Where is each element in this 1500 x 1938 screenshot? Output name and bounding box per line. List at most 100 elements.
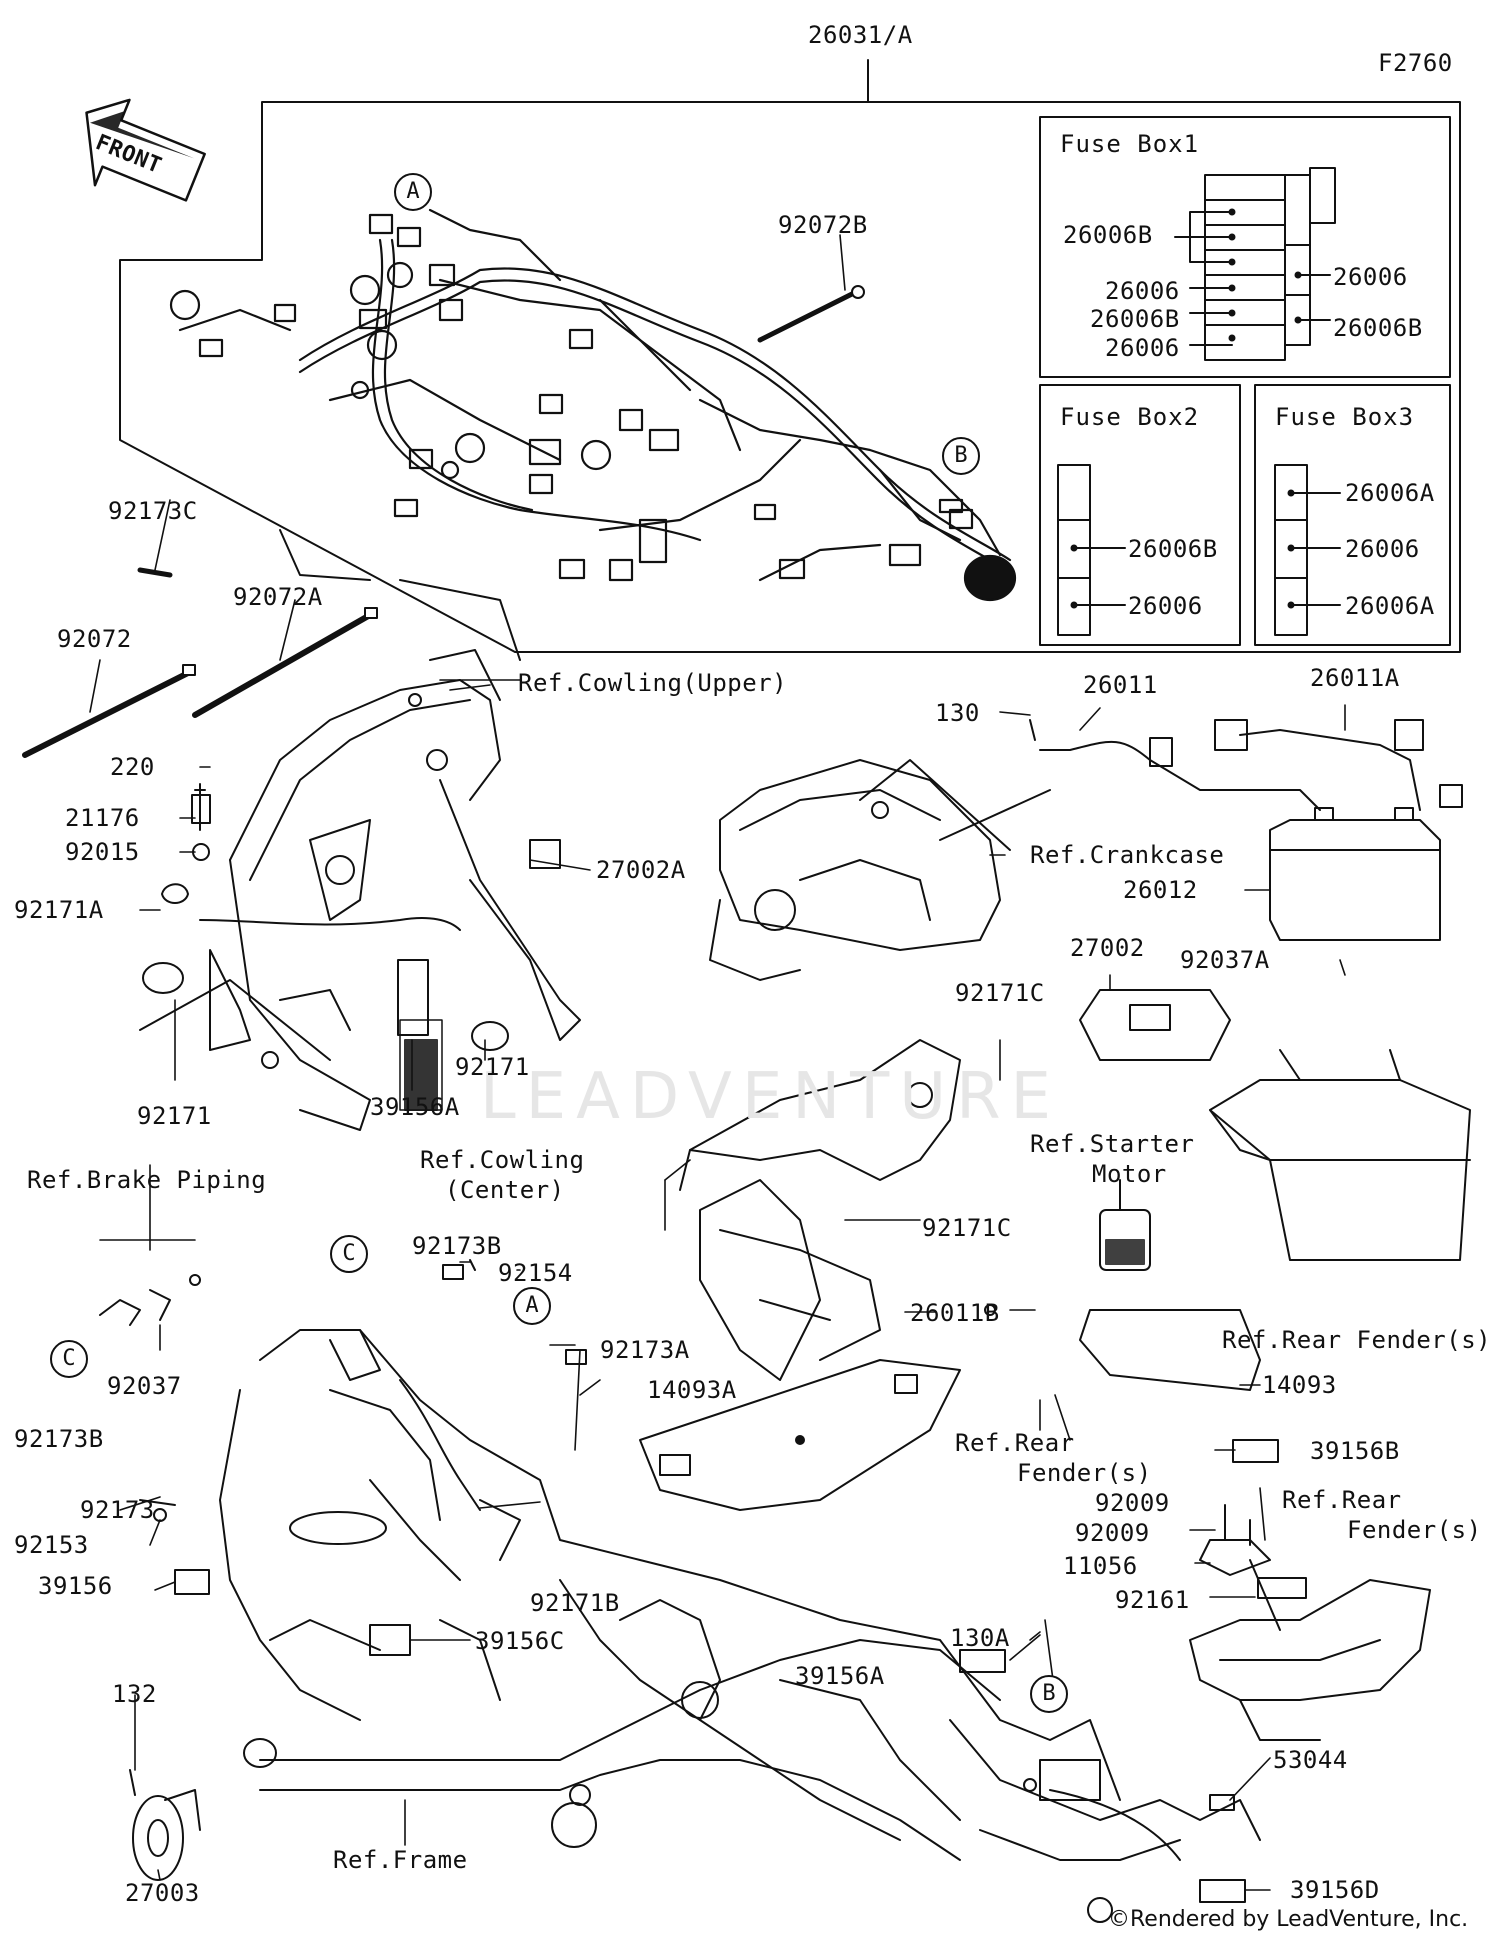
render-credit: ©Rendered by LeadVenture, Inc. xyxy=(1108,1907,1469,1932)
leader-lines xyxy=(89,234,1346,1891)
part-label: 92009 xyxy=(1095,1489,1170,1517)
part-label: 92072B xyxy=(778,211,868,239)
part-label: 11056 xyxy=(1063,1552,1138,1580)
bracket-11056 xyxy=(1199,1504,1271,1576)
fuse-box-3-label: 26006 xyxy=(1345,535,1420,563)
part-label: Fender(s) xyxy=(1017,1459,1152,1487)
part-label: 92173B xyxy=(14,1425,104,1453)
part-label: 14093 xyxy=(1262,1371,1337,1399)
part-label: 92171 xyxy=(137,1102,212,1130)
part-label: 39156 xyxy=(38,1572,113,1600)
part-label: 92037 xyxy=(107,1372,182,1400)
fuse-box-1-label: 26006 xyxy=(1105,334,1180,362)
part-label: Ref.Frame xyxy=(333,1846,468,1874)
cover-plate-14093 xyxy=(1079,1309,1261,1391)
callout-a: A xyxy=(513,1287,551,1325)
part-label: 92161 xyxy=(1115,1586,1190,1614)
part-label: Fender(s) xyxy=(1347,1516,1482,1544)
callout-b: B xyxy=(942,437,980,475)
part-label: 39156A xyxy=(795,1662,885,1690)
part-label: 39156D xyxy=(1290,1876,1380,1904)
horn-27003 xyxy=(129,1769,201,1881)
battery-cable-26011a xyxy=(1214,719,1463,811)
part-label: 27002A xyxy=(596,856,686,884)
part-label: 92015 xyxy=(65,838,140,866)
fuse-box-1-label: 26006 xyxy=(1105,277,1180,305)
watermark-text: LEADVENTURE xyxy=(480,1060,1061,1134)
callout-c: C xyxy=(330,1235,368,1273)
part-label: 27003 xyxy=(125,1879,200,1907)
part-label: 92009 xyxy=(1075,1519,1150,1547)
battery-26012 xyxy=(1269,807,1441,941)
front-arrow xyxy=(85,98,206,202)
part-label: 92154 xyxy=(498,1259,573,1287)
cover-plate-14093a xyxy=(639,1359,961,1511)
part-label: 92072 xyxy=(57,625,132,653)
harness-group-outline xyxy=(119,59,1461,653)
label-stickers xyxy=(174,959,1307,1903)
part-label: 26011A xyxy=(1310,664,1400,692)
cable-ties xyxy=(22,285,865,758)
part-label: Ref.Crankcase xyxy=(1030,841,1225,869)
part-label: 92171A xyxy=(14,896,104,924)
fuse-box-1-label: 26006B xyxy=(1090,305,1180,333)
fuse-box-3-title: Fuse Box3 xyxy=(1275,403,1415,431)
part-label: 132 xyxy=(112,1680,157,1708)
fuse-box-3 xyxy=(1254,384,1451,646)
part-label: 26011 xyxy=(1083,671,1158,699)
part-label: 92171C xyxy=(922,1214,1012,1242)
fuse-box-2 xyxy=(1039,384,1241,646)
part-label: 26011B xyxy=(910,1299,1000,1327)
part-label: 39156A xyxy=(370,1093,460,1121)
cowling-center xyxy=(679,1039,961,1381)
fuse-box-1 xyxy=(1039,116,1451,378)
fuse-box-3-label: 26006A xyxy=(1345,479,1435,507)
part-label: Ref.Cowling(Upper) xyxy=(518,669,788,697)
part-label: Ref.Brake Piping xyxy=(27,1166,267,1194)
fuse-box-1-label: 26006B xyxy=(1333,314,1423,342)
crankcase xyxy=(709,759,1051,981)
diagram-code: F2760 xyxy=(1378,49,1453,77)
part-label: Ref.Rear xyxy=(955,1429,1075,1457)
part-label: 92173B xyxy=(412,1232,502,1260)
part-label: 92173 xyxy=(80,1496,155,1524)
part-label: 130A xyxy=(950,1624,1010,1652)
battery-cable-26011 xyxy=(1029,719,1321,811)
part-label: 39156B xyxy=(1310,1437,1400,1465)
part-label: (Center) xyxy=(445,1176,565,1204)
part-label: 92037A xyxy=(1180,946,1270,974)
part-label: Motor xyxy=(1092,1160,1167,1188)
fuse-box-1-title: Fuse Box1 xyxy=(1060,130,1200,158)
part-label: 27002 xyxy=(1070,934,1145,962)
part-label: 92153 xyxy=(14,1531,89,1559)
part-label: 92072A xyxy=(233,583,323,611)
part-label: Ref.Cowling xyxy=(420,1146,585,1174)
part-label: Ref.Rear xyxy=(1282,1486,1402,1514)
part-label: 92171B xyxy=(530,1589,620,1617)
part-label: 14093A xyxy=(647,1376,737,1404)
fuse-box-2-label: 26006B xyxy=(1128,535,1218,563)
fuse-box-3-label: 26006A xyxy=(1345,592,1435,620)
part-label: 26012 xyxy=(1123,876,1198,904)
part-label: 26031/A xyxy=(808,21,913,49)
part-label: 21176 xyxy=(65,804,140,832)
part-label: 130 xyxy=(935,699,980,727)
part-label: 92173A xyxy=(600,1336,690,1364)
fuse-box-2-title: Fuse Box2 xyxy=(1060,403,1200,431)
fuse-box-1-label: 26006 xyxy=(1333,263,1408,291)
rear-fender-piece xyxy=(1189,1559,1431,1741)
callout-b: B xyxy=(1030,1675,1068,1713)
callout-c: C xyxy=(50,1340,88,1378)
fuse-box-2-label: 26006 xyxy=(1128,592,1203,620)
part-label: Ref.Rear Fender(s) xyxy=(1222,1326,1492,1354)
battery-case xyxy=(1209,1049,1471,1261)
part-label: 39156C xyxy=(475,1627,565,1655)
starter-relay xyxy=(1099,1179,1151,1271)
ecu-27002 xyxy=(1079,989,1231,1061)
part-label: 92171 xyxy=(455,1053,530,1081)
part-label: 220 xyxy=(110,753,155,781)
wiring-harness-26031 xyxy=(169,208,1017,602)
part-label: 53044 xyxy=(1273,1746,1348,1774)
